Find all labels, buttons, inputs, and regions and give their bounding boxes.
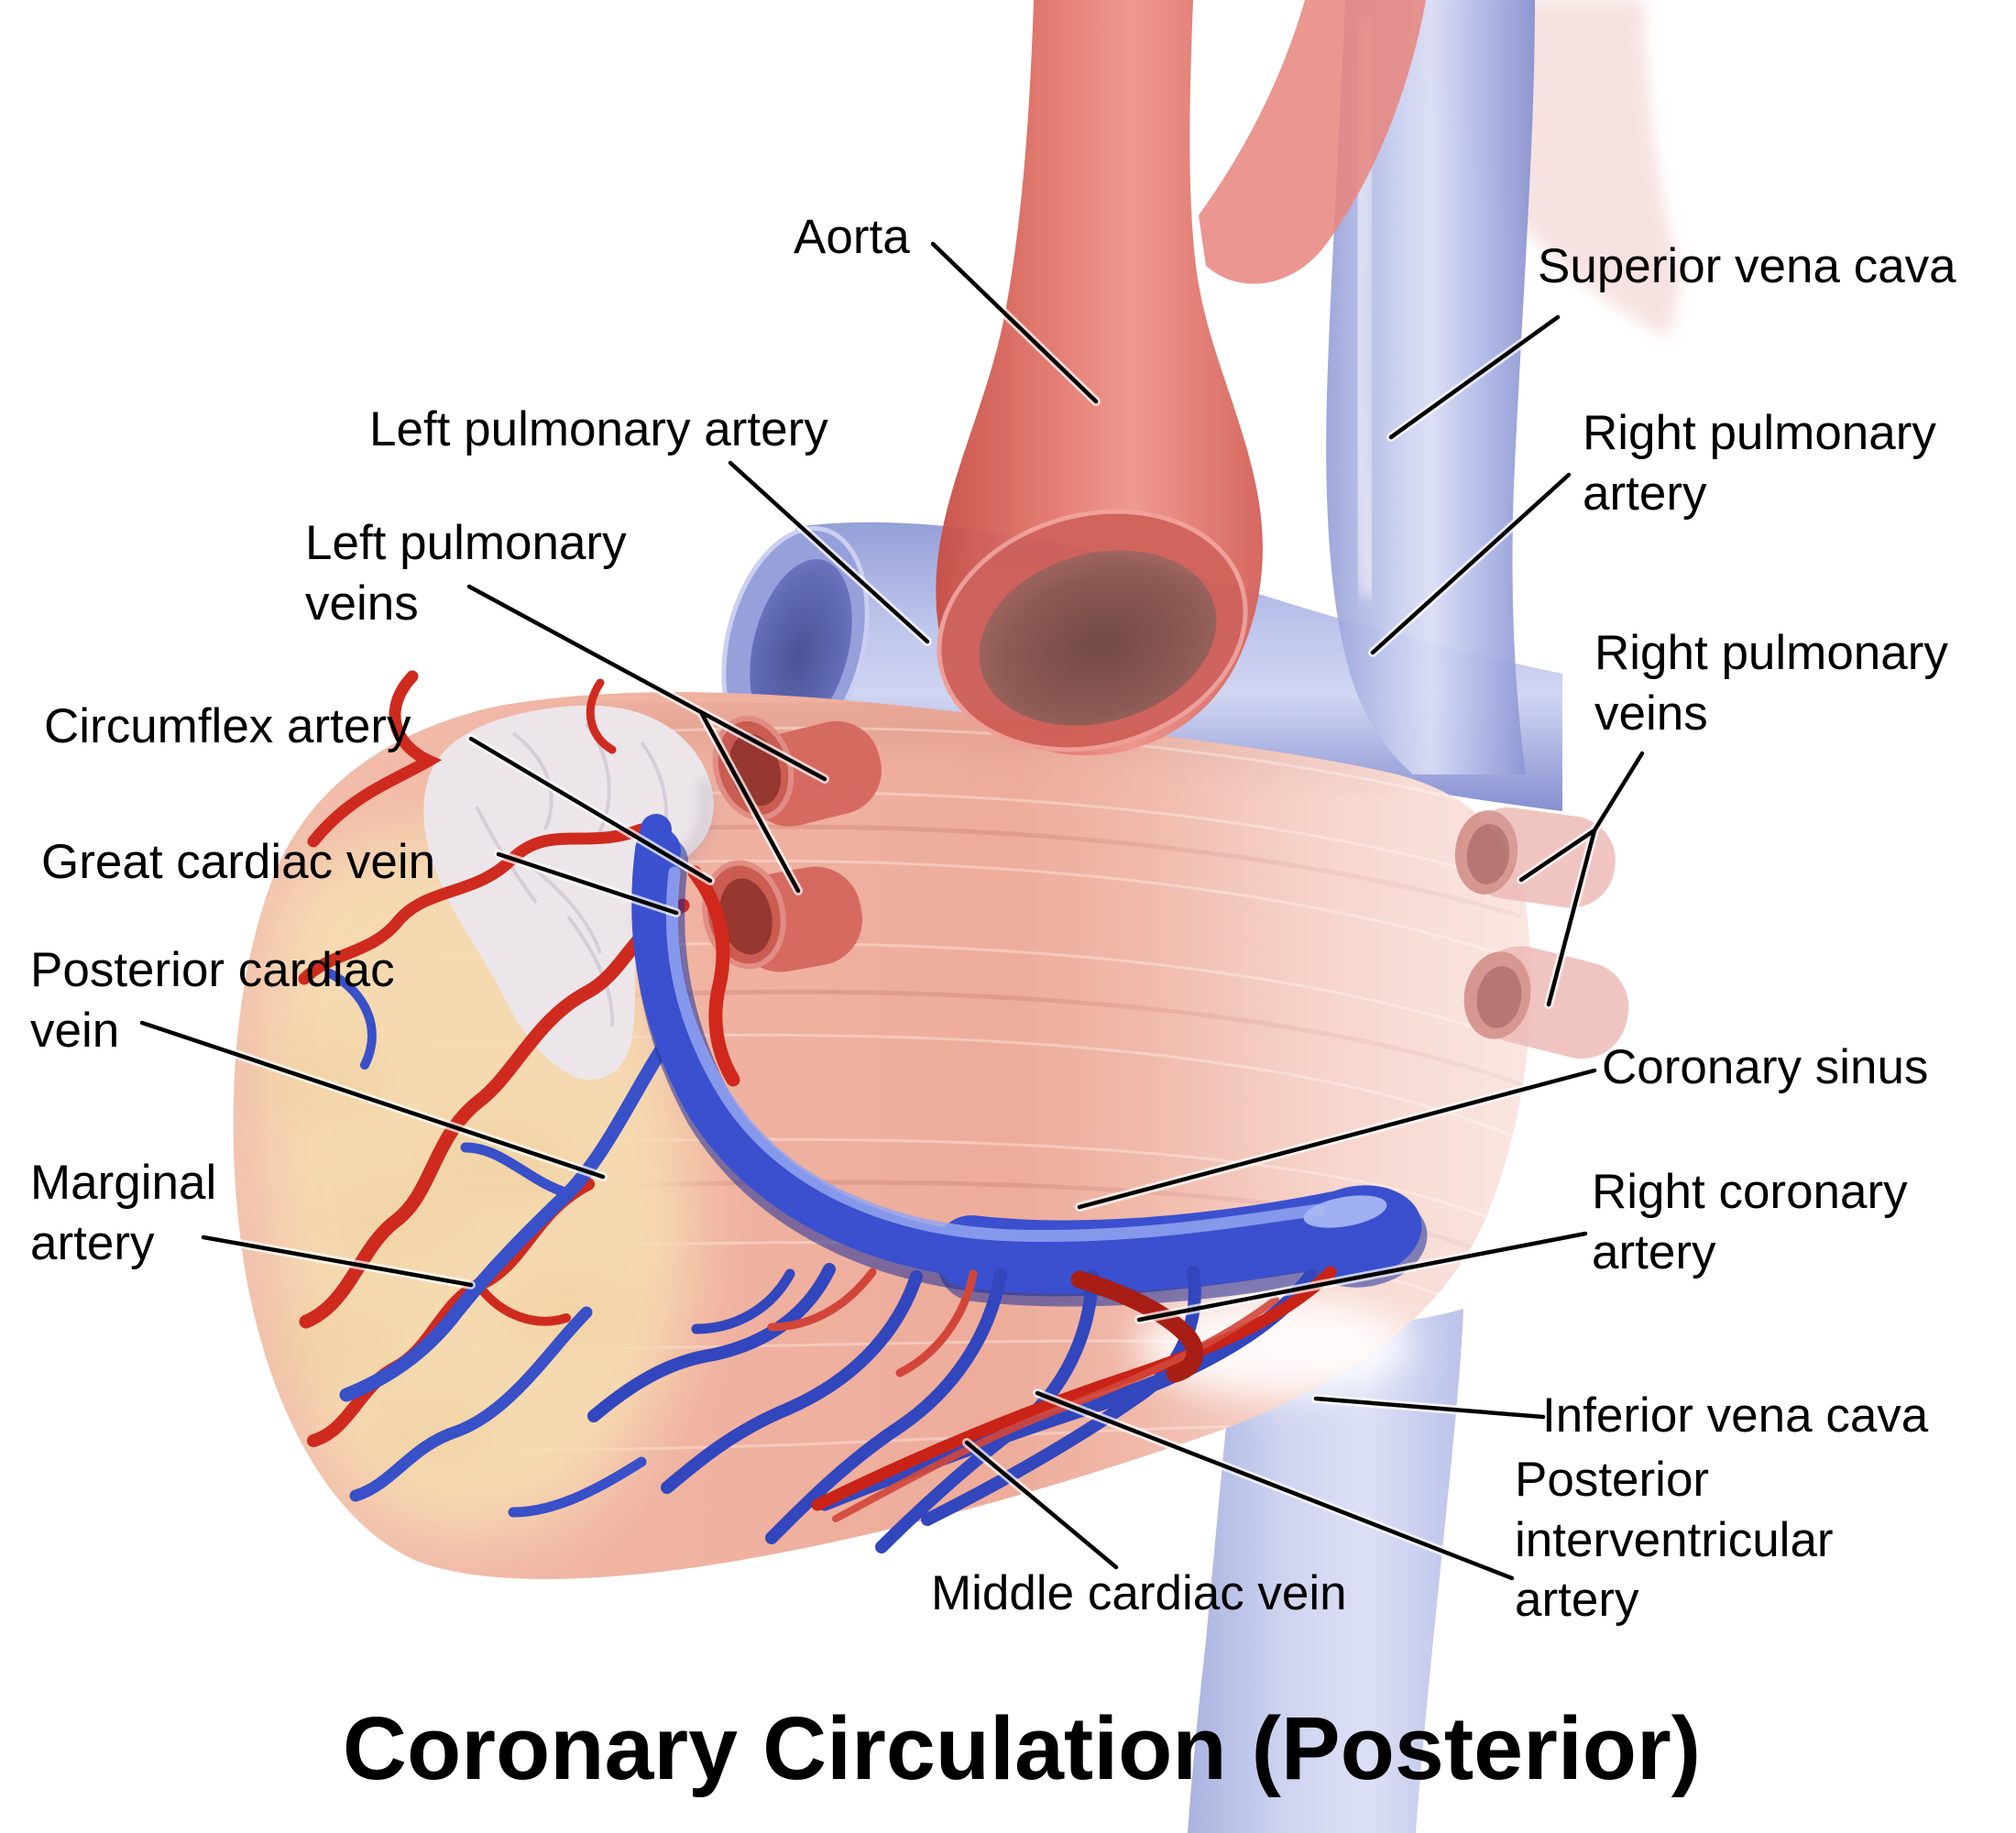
inferior-vena-cava-vessel (1188, 1300, 1463, 1833)
leader-aorta (930, 241, 1099, 404)
label-aorta: Aorta (794, 210, 910, 264)
label-posterior-interventricular-artery: Posterior interventricular artery (1515, 1453, 1834, 1628)
leader-right-coronary-artery (1136, 1231, 1588, 1323)
leader-inferior-vena-cava (1313, 1396, 1546, 1420)
label-inferior-vena-cava: Inferior vena cava (1542, 1388, 1929, 1443)
posterior-interventricular-artery-vessel (767, 1266, 1337, 1522)
diagram-title: Coronary Circulation (Posterior) (342, 1698, 1702, 1798)
leader-right-pulmonary-veins (1518, 751, 1645, 1007)
circumflex-artery-vessel (687, 865, 740, 1087)
label-right-pulmonary-veins: Right pulmonary veins (1594, 626, 1948, 741)
leader-middle-cardiac-vein (964, 1440, 1119, 1570)
leader-superior-vena-cava (1388, 314, 1561, 440)
label-left-pulmonary-veins: Left pulmonary veins (305, 516, 627, 631)
label-superior-vena-cava: Superior vena cava (1538, 239, 1956, 293)
coronary-sinus-vessel (631, 814, 1428, 1307)
label-circumflex-artery: Circumflex artery (44, 699, 411, 753)
posterior-cardiac-vein-vessel (325, 969, 684, 1518)
label-marginal-artery: Marginal artery (30, 1156, 217, 1270)
leader-lines (137, 239, 1647, 1583)
label-middle-cardiac-vein: Middle cardiac vein (931, 1566, 1347, 1620)
leader-great-cardiac-vein (496, 851, 679, 916)
label-right-pulmonary-artery: Right pulmonary artery (1583, 406, 1936, 521)
label-great-cardiac-vein: Great cardiac vein (41, 835, 436, 889)
right-coronary-artery-vessel (1070, 1270, 1204, 1383)
label-right-coronary-artery: Right coronary artery (1592, 1165, 1908, 1279)
leader-marginal-artery (201, 1235, 474, 1288)
leader-posterior-interventricular-artery (1035, 1390, 1515, 1581)
label-posterior-cardiac-vein: Posterior cardiac vein (30, 943, 395, 1058)
aorta-vessel (936, 0, 1426, 756)
leader-coronary-sinus (1077, 1068, 1597, 1210)
label-left-pulmonary-artery: Left pulmonary artery (369, 402, 828, 456)
leader-circumflex-artery (468, 736, 713, 884)
highlight-gap (1136, 1295, 1411, 1396)
leader-left-pulmonary-artery (728, 460, 930, 644)
leader-posterior-cardiac-vein (139, 1020, 606, 1180)
label-coronary-sinus: Coronary sinus (1602, 1040, 1929, 1094)
leader-right-pulmonary-artery (1370, 472, 1572, 655)
leader-left-pulmonary-veins (466, 584, 827, 894)
